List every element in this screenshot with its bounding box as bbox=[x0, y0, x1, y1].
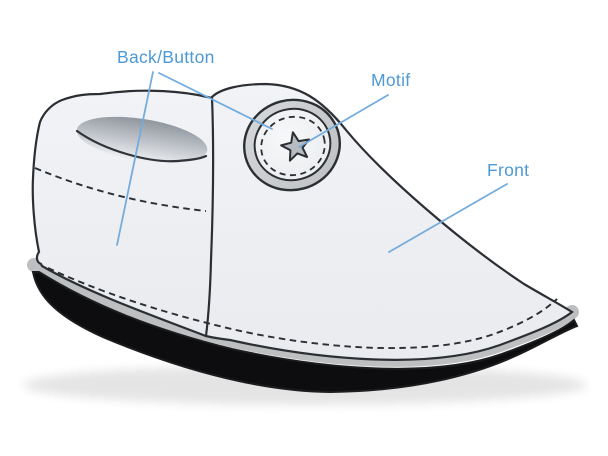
back-stitch-line bbox=[34, 167, 207, 212]
button-stitch-circle bbox=[260, 115, 326, 177]
leader-motif bbox=[298, 94, 389, 148]
ankle-opening bbox=[76, 116, 208, 164]
label-motif: Motif bbox=[371, 70, 411, 90]
leader-button bbox=[158, 72, 273, 130]
leader-back bbox=[116, 71, 154, 246]
ankle-opening-rim bbox=[75, 129, 208, 163]
back-panel-outline bbox=[31, 89, 213, 338]
star-icon bbox=[280, 131, 310, 162]
sole-stitch-line bbox=[47, 267, 558, 349]
leader-front bbox=[388, 183, 508, 253]
button bbox=[242, 98, 342, 192]
label-back-button: Back/Button bbox=[117, 47, 215, 67]
label-front: Front bbox=[487, 160, 530, 180]
outsole bbox=[31, 271, 579, 394]
